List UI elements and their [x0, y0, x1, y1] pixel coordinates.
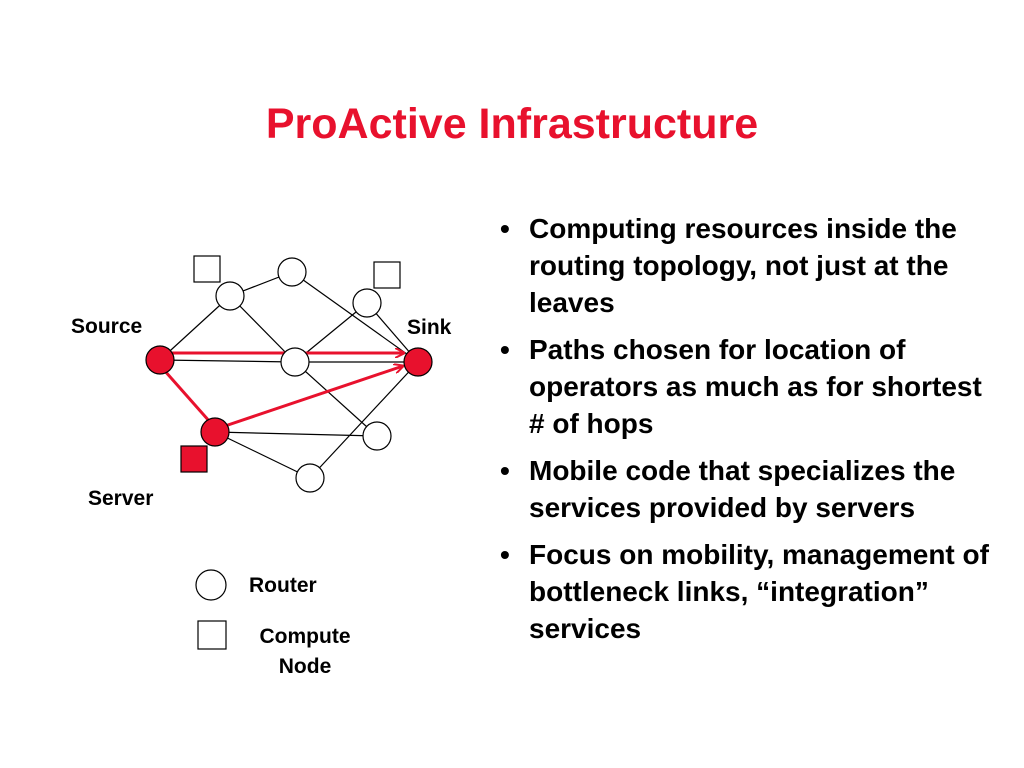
server-router-node: [200, 417, 230, 447]
compute-nodes: [193, 255, 401, 289]
bullet-marker: •: [500, 455, 510, 486]
sink-node: [403, 347, 433, 377]
bullet-marker: •: [500, 213, 510, 244]
link: [159, 295, 231, 361]
router-node: [280, 347, 310, 377]
link: [309, 361, 419, 479]
path-source-to-server: [162, 369, 212, 423]
legend-router-icon: [195, 569, 227, 601]
source-node: [145, 345, 175, 375]
sink-label: Sink: [407, 316, 452, 339]
bullet-marker: •: [500, 539, 510, 570]
link: [159, 359, 296, 363]
compute-node: [373, 261, 401, 289]
link: [294, 361, 378, 437]
slide-title: ProActive Infrastructure: [265, 100, 759, 148]
link: [229, 295, 296, 363]
bullet-item: • Focus on mobility, management of bottl…: [495, 536, 995, 647]
router-node: [277, 257, 307, 287]
link: [291, 271, 419, 363]
server-label: Server: [88, 487, 153, 510]
router-node: [362, 421, 392, 451]
router-nodes: [215, 257, 392, 493]
link: [214, 431, 311, 479]
legend-router-label: Router: [249, 574, 317, 597]
legend: Router Compute Node: [195, 569, 351, 678]
bullet-item: • Paths chosen for location of operators…: [495, 331, 995, 442]
router-node: [295, 463, 325, 493]
legend-compute-label-line2: Node: [279, 655, 332, 678]
bullet-item: • Computing resources inside the routing…: [495, 210, 995, 321]
bullet-text: Paths chosen for location of operators a…: [529, 334, 982, 439]
source-label: Source: [71, 315, 142, 338]
compute-node: [193, 255, 221, 283]
bullet-marker: •: [500, 334, 510, 365]
server-compute-node: [180, 445, 208, 473]
bullet-text: Computing resources inside the routing t…: [529, 213, 957, 318]
legend-compute-label-line1: Compute: [260, 625, 351, 648]
router-node: [215, 281, 245, 311]
legend-compute-icon: [197, 620, 227, 650]
bullet-text: Mobile code that specializes the service…: [529, 455, 956, 523]
path-server-to-sink: [224, 366, 403, 428]
bullet-list: • Computing resources inside the routing…: [495, 210, 995, 657]
bullet-item: • Mobile code that specializes the servi…: [495, 452, 995, 526]
router-node: [352, 288, 382, 318]
bullet-text: Focus on mobility, management of bottlen…: [529, 539, 989, 644]
